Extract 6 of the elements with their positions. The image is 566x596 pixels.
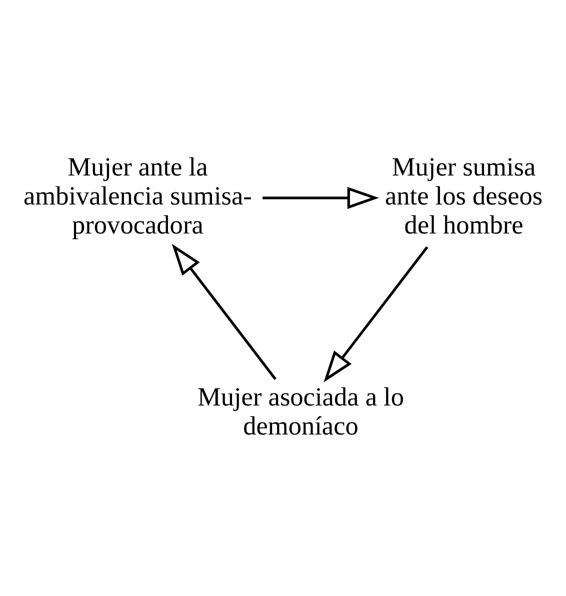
- arrow: [262, 186, 379, 208]
- node-text: Mujer ante la ambivalencia sumisa-provocadora: [23, 152, 252, 239]
- node-text: Mujer asociada a lo demoníaco: [197, 382, 404, 440]
- node-text: Mujer sumisa ante los deseos del hombre: [384, 152, 543, 239]
- arrow: [172, 243, 276, 380]
- arrow: [324, 246, 428, 382]
